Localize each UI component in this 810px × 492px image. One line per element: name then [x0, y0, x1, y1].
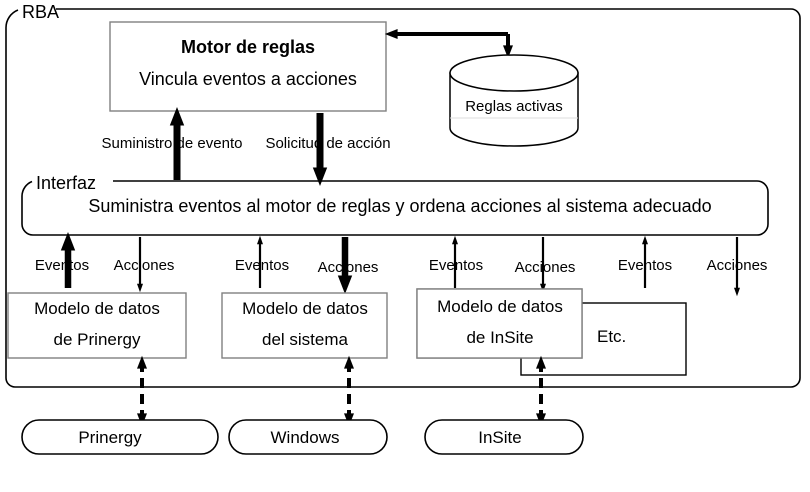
- data-model-label-insite: Modelo de datos de InSite: [412, 298, 588, 346]
- rba-container-label: RBA: [22, 2, 60, 22]
- rules-engine-title: Motor de reglas: [180, 37, 316, 57]
- event-supply-label: Suministro de evento: [101, 135, 243, 152]
- data-model-prinergy-line2: de Prinergy: [53, 330, 141, 349]
- rba-container-outline: [5, 8, 801, 388]
- interface-container-label: Interfaz: [36, 173, 97, 193]
- rules-engine-subtitle: Vincula eventos a acciones: [139, 69, 357, 89]
- data-model-system-line1: Modelo de datos: [242, 299, 368, 318]
- system-label-windows: Windows: [270, 428, 340, 447]
- data-model-system-line2: del sistema: [262, 330, 348, 349]
- system-box-windows: [228, 419, 388, 455]
- system-label-insite: InSite: [478, 428, 522, 447]
- data-model-label-prinergy: Modelo de datos de Prinergy: [9, 300, 185, 348]
- channel-4-action-label: Acciones: [706, 257, 768, 274]
- data-model-box-prinergy: [7, 292, 187, 359]
- rules-engine-box: [109, 21, 387, 112]
- data-model-label-system: Modelo de datos del sistema: [217, 300, 393, 348]
- data-model-insite-line1: Modelo de datos: [437, 297, 563, 316]
- interface-description: Suministra eventos al motor de reglas y …: [88, 196, 712, 216]
- rules-engine-label: Motor de reglas Vincula eventos a accion…: [113, 38, 383, 88]
- data-model-box-system: [221, 292, 388, 359]
- channel-3-event-label: Eventos: [428, 257, 484, 274]
- active-rules-label: Reglas activas: [465, 98, 563, 115]
- engine-datastore-link: [384, 29, 514, 59]
- data-model-box-insite-overlay: [416, 288, 583, 359]
- system-box-prinergy: [21, 419, 219, 455]
- channel-1-event-label: Eventos: [34, 257, 90, 274]
- channel-4-event-label: Eventos: [617, 257, 673, 274]
- system-label-prinergy: Prinergy: [78, 428, 142, 447]
- active-rules-datastore: [449, 54, 579, 147]
- channel-3-action-label: Acciones: [514, 259, 576, 276]
- channel-2-action-label: Acciones: [317, 259, 379, 276]
- data-model-insite-line2: de InSite: [466, 328, 534, 347]
- etc-label: Etc.: [597, 327, 627, 346]
- channel-2-event-label: Eventos: [234, 257, 290, 274]
- data-model-prinergy-line1: Modelo de datos: [34, 299, 160, 318]
- channel-1-action-label: Acciones: [113, 257, 175, 274]
- interface-container-outline: [21, 180, 769, 236]
- system-box-insite: [424, 419, 584, 455]
- action-request-label: Solicitud de acción: [265, 135, 391, 152]
